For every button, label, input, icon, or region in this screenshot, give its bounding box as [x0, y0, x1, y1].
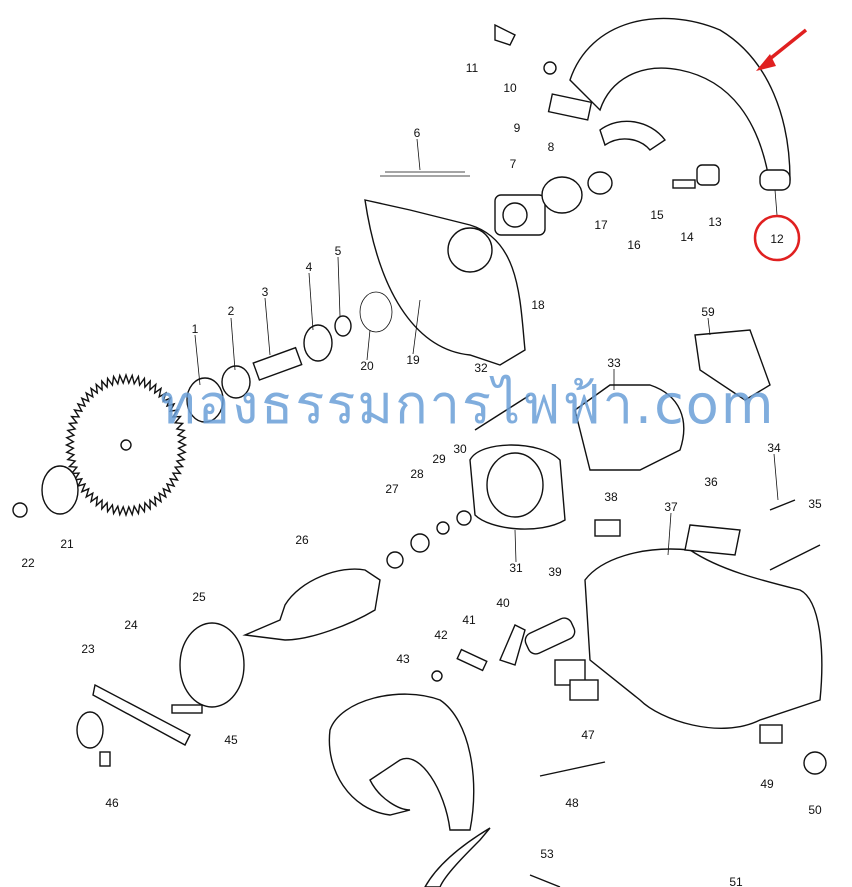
part-label-30: 30	[453, 442, 467, 456]
part-label-13: 13	[708, 215, 722, 229]
part-label-37: 37	[664, 500, 678, 514]
part-label-24: 24	[124, 618, 138, 632]
highlight-circle	[753, 214, 801, 262]
part-label-50: 50	[808, 803, 822, 817]
part-label-5: 5	[335, 244, 342, 258]
part-label-32: 32	[474, 361, 488, 375]
part-label-38: 38	[604, 490, 618, 504]
part-label-4: 4	[306, 260, 313, 274]
part-label-40: 40	[496, 596, 510, 610]
part-label-7: 7	[510, 157, 517, 171]
part-label-23: 23	[81, 642, 95, 656]
part-label-53: 53	[540, 847, 554, 861]
part-label-27: 27	[385, 482, 399, 496]
part-label-45: 45	[224, 733, 238, 747]
part-label-9: 9	[514, 121, 521, 135]
part-number-labels: 1234567891011121314151617181920212223242…	[21, 61, 822, 887]
part-label-59: 59	[701, 305, 715, 319]
part-label-14: 14	[680, 230, 694, 244]
part-label-33: 33	[607, 356, 621, 370]
part-label-35: 35	[808, 497, 822, 511]
part-label-1: 1	[192, 322, 199, 336]
part-label-46: 46	[105, 796, 119, 810]
part-label-17: 17	[594, 218, 608, 232]
part-label-6: 6	[414, 126, 421, 140]
motor-housing	[584, 548, 823, 729]
part-label-34: 34	[767, 441, 781, 455]
part-label-36: 36	[704, 475, 718, 489]
red-arrow-icon	[756, 28, 808, 71]
part-label-21: 21	[60, 537, 74, 551]
part-label-3: 3	[262, 285, 269, 299]
watermark: ทองธรรมการไฟฟ้า.com	[160, 373, 776, 436]
part-label-12: 12	[770, 232, 784, 246]
part-label-43: 43	[396, 652, 410, 666]
part-label-15: 15	[650, 208, 664, 222]
part-label-48: 48	[565, 796, 579, 810]
handle	[328, 693, 475, 831]
saw-blade	[64, 372, 188, 518]
part-label-26: 26	[295, 533, 309, 547]
part-label-29: 29	[432, 452, 446, 466]
brush-holder	[694, 329, 771, 401]
part-label-20: 20	[360, 359, 374, 373]
part-label-11: 11	[466, 61, 479, 75]
part-label-49: 49	[760, 777, 774, 791]
part-label-47: 47	[581, 728, 595, 742]
label-plate	[547, 93, 593, 121]
part-label-16: 16	[627, 238, 641, 252]
armature	[242, 568, 381, 641]
lever	[92, 683, 191, 746]
part-label-25: 25	[192, 590, 206, 604]
spring	[380, 171, 470, 177]
part-label-51: 51	[729, 875, 743, 887]
part-label-2: 2	[228, 304, 235, 318]
gear	[179, 622, 245, 708]
part-label-41: 41	[462, 613, 476, 627]
part-label-28: 28	[410, 467, 424, 481]
part-label-8: 8	[548, 140, 555, 154]
field-housing	[574, 384, 685, 471]
part-label-10: 10	[503, 81, 517, 95]
part-label-22: 22	[21, 556, 35, 570]
part-label-19: 19	[406, 353, 420, 367]
part-label-18: 18	[531, 298, 545, 312]
part-label-31: 31	[509, 561, 523, 575]
knob	[541, 176, 583, 214]
leader-lines	[194, 138, 779, 563]
plate	[599, 120, 667, 151]
part-label-39: 39	[548, 565, 562, 579]
blade-guard	[569, 17, 791, 191]
part-label-42: 42	[434, 628, 448, 642]
